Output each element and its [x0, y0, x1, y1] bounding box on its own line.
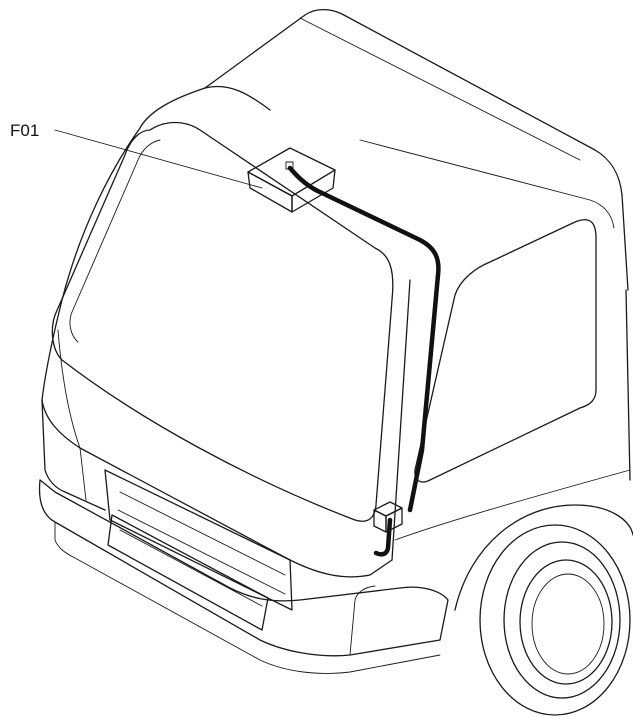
grille-slot-upper — [119, 491, 286, 576]
door-lower-line — [394, 469, 631, 541]
harness-cable — [287, 165, 441, 513]
callout-f01: F01 — [10, 121, 263, 189]
roof-ridge-line — [299, 17, 581, 161]
bumper-step-inner — [119, 529, 263, 607]
wiring-harness — [287, 165, 441, 557]
harness-connector-side — [385, 507, 403, 533]
door-rear-edge — [625, 289, 631, 481]
front-wheel — [454, 504, 633, 716]
windshield-inner-frame — [69, 139, 161, 343]
roof-side-edge — [204, 85, 271, 111]
roof-outline — [139, 8, 629, 291]
bumper-step-recess — [107, 514, 269, 631]
fascia-left-panel — [57, 329, 81, 449]
harness-connector-top — [373, 501, 403, 517]
hood-panel — [41, 399, 393, 578]
windshield-outline — [51, 121, 394, 522]
bumper-lower-edge — [54, 521, 441, 674]
harness-connector-front — [373, 509, 387, 533]
wheel-hub — [531, 573, 605, 675]
grille-outline — [104, 469, 293, 611]
side-window — [414, 219, 597, 483]
sensor-housing-front — [247, 171, 293, 213]
roof-rain-gutter — [359, 139, 615, 229]
callout-leader-line — [54, 129, 263, 189]
grille-slot-lower — [117, 509, 286, 595]
tire-outer — [479, 524, 631, 716]
wheel-rim — [519, 559, 613, 685]
bumper-outline — [38, 479, 449, 657]
harness-cable-lower — [373, 517, 393, 557]
wheel-arch — [454, 504, 633, 611]
roof-sensor-unit — [247, 147, 336, 213]
fascia-center-line — [79, 447, 87, 501]
front-fascia — [41, 329, 393, 611]
tire-sidewall — [503, 541, 621, 699]
side-door — [391, 219, 631, 561]
callout-label: F01 — [10, 121, 39, 140]
front-bumper — [38, 479, 449, 674]
left-headlamp-edge — [41, 399, 106, 511]
bumper-corner-line — [349, 585, 376, 656]
cab-body — [41, 8, 629, 401]
sensor-housing-side — [291, 169, 336, 213]
windshield — [51, 121, 394, 522]
door-front-edge — [391, 279, 411, 561]
roof-front-edge — [41, 127, 141, 401]
